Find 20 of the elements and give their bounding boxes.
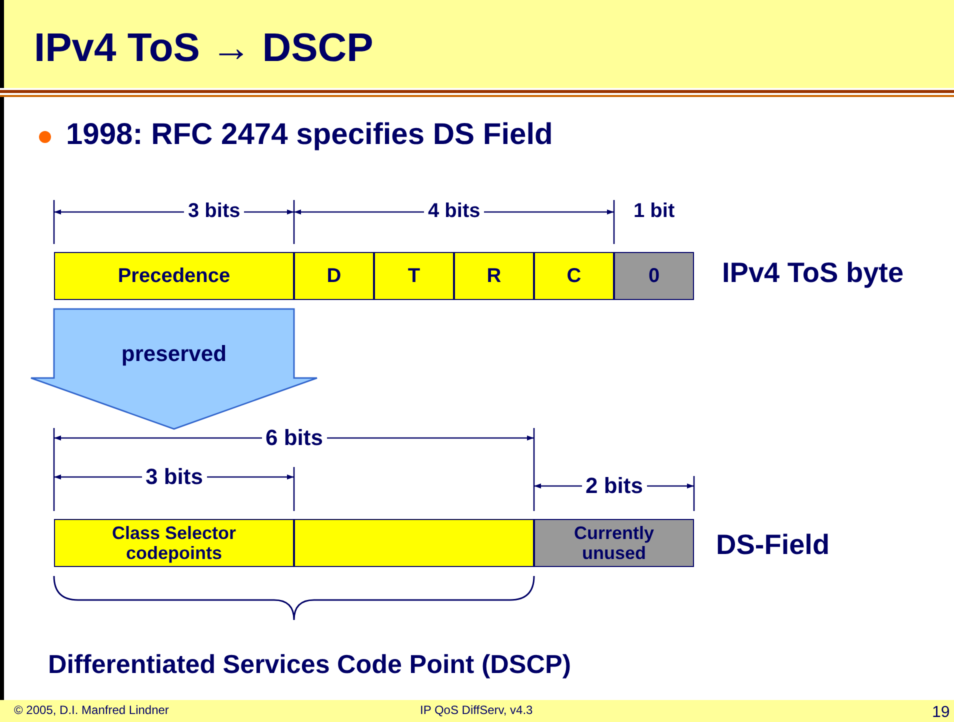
bit-field: 0 [614,252,694,300]
bit-field: C [534,252,614,300]
page-number: 19 [932,705,950,721]
bit-field: Class Selector codepoints [54,519,294,567]
field-name: DS-Field [716,531,830,559]
block-arrow [30,308,318,430]
dimension-label: 1 bit [634,201,675,221]
caption-text: Differentiated Services Code Point (DSCP) [48,651,571,677]
bit-field: T [374,252,454,300]
bullet-text: 1998: RFC 2474 specifies DS Field [66,120,553,150]
bit-field [294,519,534,567]
arrow-label: preserved [120,342,228,366]
field-name: IPv4 ToS byte [722,259,904,287]
bit-field: Currently unused [534,519,694,567]
footer-text: © 2005, D.I. Manfred Lindner [14,704,169,716]
bit-field: Precedence [54,252,294,300]
title: IPv4 ToS → DSCP [34,26,374,71]
bit-field: R [454,252,534,300]
footer-text: IP QoS DiffServ, v4.3 [420,704,533,716]
bit-field: D [294,252,374,300]
